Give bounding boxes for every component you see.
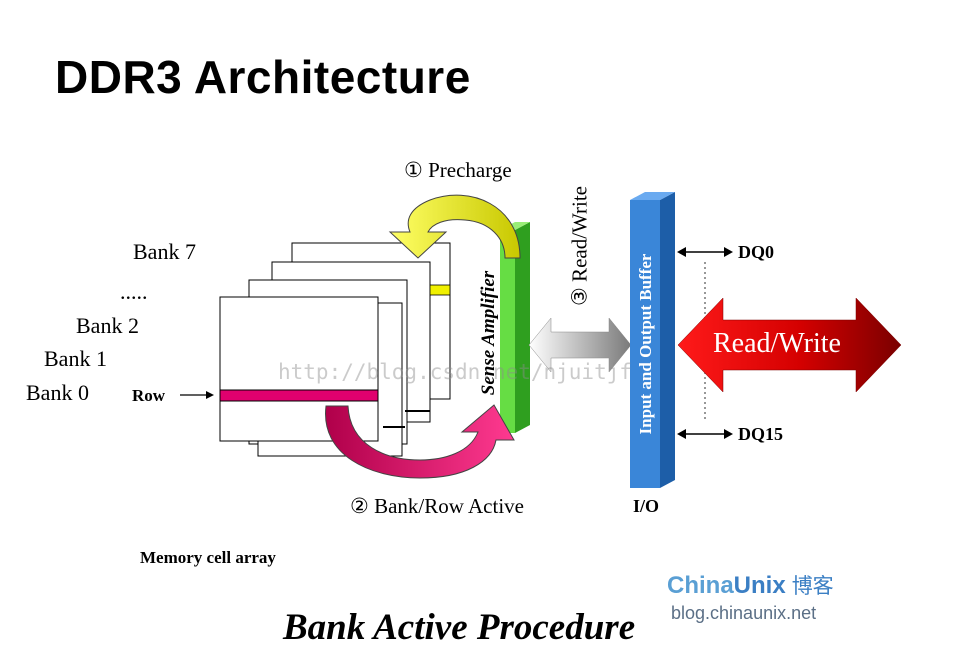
watermark: http://blog.csdn.net/njuitjf (278, 360, 633, 384)
logo-china: China (667, 572, 734, 599)
dq15-arrow (677, 429, 733, 439)
dq15-label: DQ15 (738, 424, 783, 444)
precharge-label: ① Precharge (404, 158, 512, 182)
bank-0-label: Bank 0 (26, 380, 89, 405)
io-buffer-bar (630, 192, 675, 488)
dq0-arrow (677, 247, 733, 257)
io-buffer-label: Input and Output Buffer (636, 253, 655, 435)
bank-row-active-label: ② Bank/Row Active (350, 494, 524, 518)
bank-7-label: Bank 7 (133, 239, 196, 264)
page-title: DDR3 Architecture (55, 51, 471, 103)
read-write-arrow-label: Read/Write (713, 328, 841, 359)
logo-unix: Unix (733, 572, 786, 599)
read-write-big-arrow (677, 297, 902, 393)
bank-2-label: Bank 2 (76, 313, 139, 338)
dq0-label: DQ0 (738, 242, 774, 262)
bank-ellipsis-label: ..... (120, 279, 148, 304)
logo-cn: 博客 (791, 574, 834, 598)
read-write-vertical-label: ③ Read/Write (567, 185, 592, 307)
row-highlight (219, 389, 379, 402)
row-strip-back (429, 284, 451, 296)
bank-row-active-arrow (325, 404, 515, 479)
precharge-arrow (388, 194, 521, 259)
chinaunix-url: blog.chinaunix.net (671, 603, 817, 623)
sense-amplifier-bar (500, 222, 530, 433)
row-arrow (180, 391, 214, 399)
memory-plane-bank-0 (219, 296, 379, 442)
bank-1-label: Bank 1 (44, 346, 107, 371)
caption: Bank Active Procedure (283, 607, 636, 648)
memory-cell-array-label: Memory cell array (140, 548, 276, 567)
io-label: I/O (633, 496, 660, 516)
row-label: Row (132, 386, 166, 405)
